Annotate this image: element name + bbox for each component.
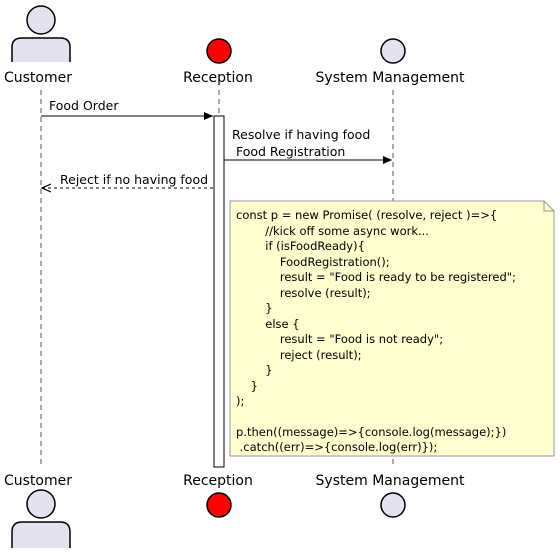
participant-label: Reception	[183, 70, 253, 86]
participant-label: Reception	[183, 473, 253, 489]
note-line: );	[236, 394, 244, 408]
note-line: FoodRegistration();	[236, 255, 390, 269]
participant-label: Customer	[4, 70, 72, 86]
participant-label: System Management	[316, 473, 465, 489]
participant-reception-top: Reception	[183, 38, 253, 86]
message-reject: Reject if no having food	[42, 172, 213, 188]
activation-bar-reception	[213, 115, 225, 468]
message-resolve-food-registration: Resolve if having food Food Registration	[224, 127, 392, 164]
message-label: Food Order	[49, 98, 119, 113]
note-line: }	[236, 301, 273, 315]
note-line: }	[236, 363, 273, 377]
message-label: Food Registration	[232, 144, 345, 159]
note-line: if (isFoodReady){	[236, 239, 365, 253]
note-line: p.then((message)=>{console.log(message);…	[236, 425, 506, 439]
participant-label: System Management	[316, 70, 465, 86]
message-food-order: Food Order	[41, 98, 213, 120]
code-note: const p = new Promise( (resolve, reject …	[229, 200, 555, 457]
note-line: //kick off some async work...	[236, 224, 429, 238]
actor-icon	[11, 489, 71, 548]
participant-customer-top: Customer	[4, 5, 72, 86]
note-line: reject (result);	[236, 348, 362, 362]
entity-icon	[380, 38, 406, 64]
note-line: .catch((err)=>{console.log(err)});	[236, 440, 437, 454]
entity-icon	[380, 492, 406, 518]
participant-system-management-bottom: System Management	[316, 473, 465, 518]
message-label: Resolve if having food	[232, 127, 370, 142]
participant-reception-bottom: Reception	[183, 473, 253, 518]
message-label: Reject if no having food	[60, 172, 208, 187]
actor-icon	[11, 5, 71, 62]
note-line: resolve (result);	[236, 286, 371, 300]
note-line: result = "Food is ready to be registered…	[236, 270, 516, 284]
note-line: const p = new Promise( (resolve, reject …	[236, 208, 497, 222]
note-line: }	[236, 379, 258, 393]
entity-icon	[206, 492, 232, 518]
participant-customer-bottom: Customer	[4, 473, 72, 548]
note-line: else {	[236, 317, 300, 331]
participant-system-management-top: System Management	[316, 38, 465, 86]
note-line: result = "Food is not ready";	[236, 332, 443, 346]
participant-label: Customer	[4, 473, 72, 489]
entity-icon	[206, 38, 232, 64]
